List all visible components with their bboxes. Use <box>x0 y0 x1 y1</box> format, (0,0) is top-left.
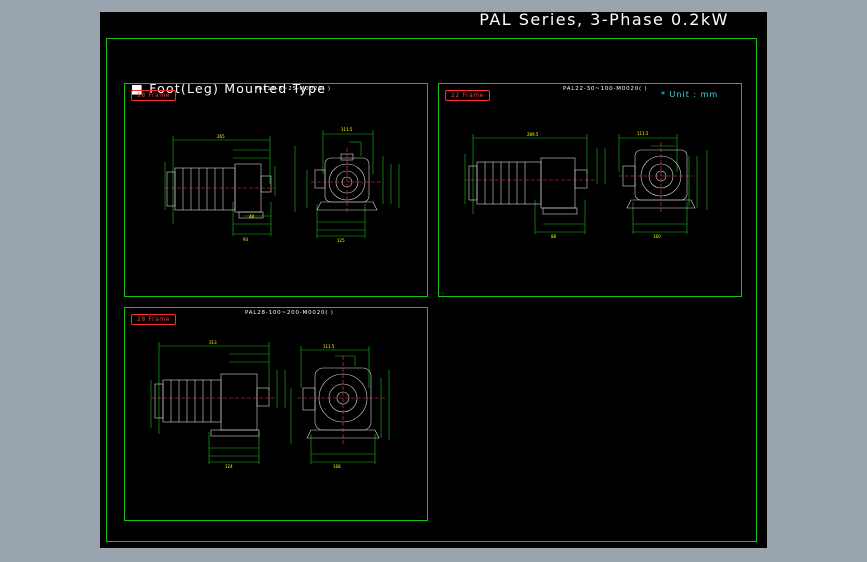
bullet-icon: ■ <box>131 81 150 96</box>
svg-text:48: 48 <box>249 214 255 219</box>
panel-22-frame: 22 Frame PAL22-30~100-M0020( ) <box>438 83 742 297</box>
svg-text:88: 88 <box>551 234 557 239</box>
motor-drawing-28: 313 111.5 124 168 <box>150 340 390 469</box>
svg-text:124: 124 <box>225 464 233 469</box>
svg-text:160: 160 <box>653 234 661 239</box>
svg-text:168: 168 <box>333 464 341 469</box>
svg-text:111.5: 111.5 <box>341 127 353 132</box>
motor-drawing-18: 265 111.5 48 93 125 <box>164 127 400 243</box>
svg-text:313: 313 <box>209 340 217 345</box>
svg-text:125: 125 <box>337 238 345 243</box>
model-code: PAL18-5~25-M0020( ) <box>255 86 331 92</box>
panel-18-frame: 18 Frame PAL18-5~25-M0020( ) <box>124 83 428 297</box>
motor-drawing-22: 289.5 111.5 88 160 <box>464 131 708 239</box>
svg-text:289.5: 289.5 <box>527 132 539 137</box>
svg-text:111.5: 111.5 <box>637 131 649 136</box>
drawing-title: PAL Series, 3-Phase 0.2kW <box>479 10 729 29</box>
svg-text:93: 93 <box>243 237 249 242</box>
model-code: PAL22-30~100-M0020( ) <box>563 86 648 92</box>
section-title: ■ Foot(Leg) Mounted Type <box>131 81 327 96</box>
model-code: PAL28-100~200-M0020( ) <box>245 310 334 316</box>
svg-text:111.5: 111.5 <box>323 344 335 349</box>
frame-badge: 22 Frame <box>445 90 491 101</box>
drawing-sheet: ■ Foot(Leg) Mounted Type * Unit : mm 18 … <box>106 38 757 542</box>
frame-badge: 28 Frame <box>131 314 177 325</box>
frame-badge: 18 Frame <box>131 90 177 101</box>
unit-note: * Unit : mm <box>661 90 719 99</box>
drawing-canvas: PAL Series, 3-Phase 0.2kW ■ Foot(Leg) Mo… <box>100 10 767 548</box>
panel-28-frame: 28 Frame PAL28-100~200-M0020( ) <box>124 307 428 521</box>
svg-text:265: 265 <box>217 134 225 139</box>
